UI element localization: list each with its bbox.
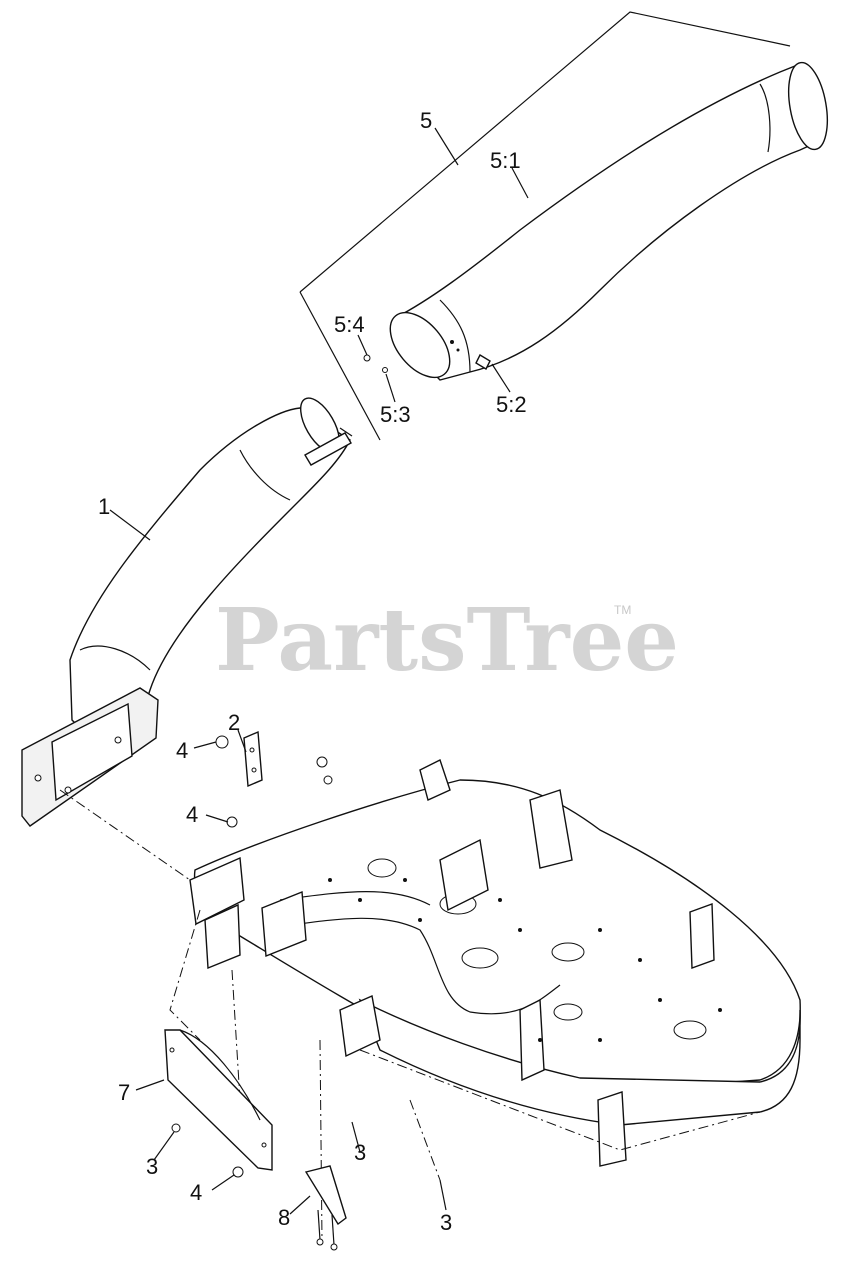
callout-8: 8 [278,1205,290,1230]
deflector-shield [164,1029,273,1171]
callout-4a: 4 [176,738,188,763]
flange-nuts [215,735,333,1178]
upper-discharge-chute [299,11,829,441]
callout-5-4: 5:4 [334,312,365,337]
callout-4b: 4 [186,802,198,827]
callout-1: 1 [98,494,110,519]
callout-5-3: 5:3 [380,402,411,427]
callout-3c: 3 [440,1210,452,1235]
deflector-bracket [243,730,263,788]
watermark-text: PartsTree [215,590,679,691]
bracket-8 [304,1165,347,1251]
callout-2: 2 [228,710,240,735]
callout-leaders [109,127,529,1215]
callout-5-1: 5:1 [490,148,521,173]
callout-3a: 3 [146,1154,158,1179]
callout-labels: 5 5:1 5:4 5:3 5:2 1 2 4 4 7 3 4 3 8 3 [98,108,527,1235]
partstree-watermark: PartsTree TM [215,590,679,691]
callout-5: 5 [420,108,432,133]
callout-4c: 4 [190,1180,202,1205]
callout-3b: 3 [354,1140,366,1165]
deck-holes [328,878,722,1042]
lower-discharge-chute [21,397,353,827]
watermark-trademark: TM [614,603,631,617]
mower-deck [59,759,801,1241]
callout-5-2: 5:2 [496,392,527,417]
callout-7: 7 [118,1080,130,1105]
